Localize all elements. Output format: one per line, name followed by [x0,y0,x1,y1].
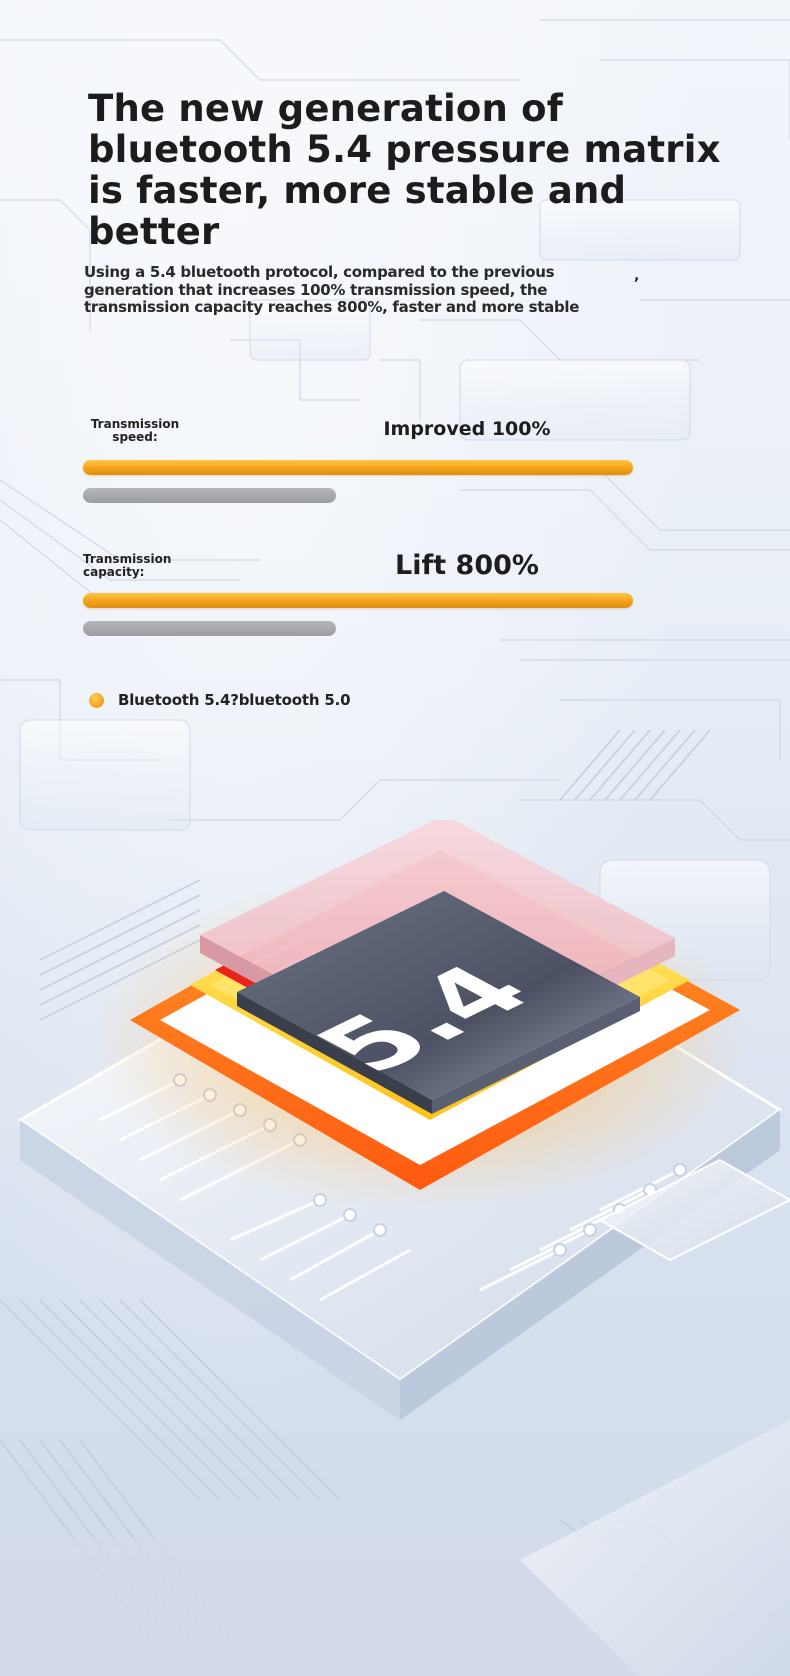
transmission-capacity-label: Transmission capacity: [83,552,172,579]
stray-punctuation: , [634,268,640,284]
page-headline: The new generation of bluetooth 5.4 pres… [88,87,721,253]
legend-dot-icon [89,692,104,708]
transmission-capacity-new-bar [83,593,633,608]
description-paragraph: Using a 5.4 bluetooth protocol, compared… [84,263,580,316]
chip-illustration: 5.4 [0,820,790,1676]
transmission-speed-new-bar [83,460,633,475]
transmission-capacity-old-bar [83,621,336,636]
chip-top-face [237,891,640,1100]
transmission-speed-old-bar [83,488,336,503]
legend-text: Bluetooth 5.4?bluetooth 5.0 [118,691,351,709]
transmission-capacity-new-bar-track [83,593,633,608]
transmission-speed-value: Improved 100% [383,418,551,440]
transmission-speed-old-bar-track [83,488,633,503]
comparison-legend: Bluetooth 5.4?bluetooth 5.0 [89,690,351,710]
transmission-speed-new-bar-track [83,460,633,475]
transmission-capacity-old-bar-track [83,621,633,636]
transmission-capacity-value: Lift 800% [395,550,539,581]
transmission-speed-label: Transmission speed: [90,417,180,444]
